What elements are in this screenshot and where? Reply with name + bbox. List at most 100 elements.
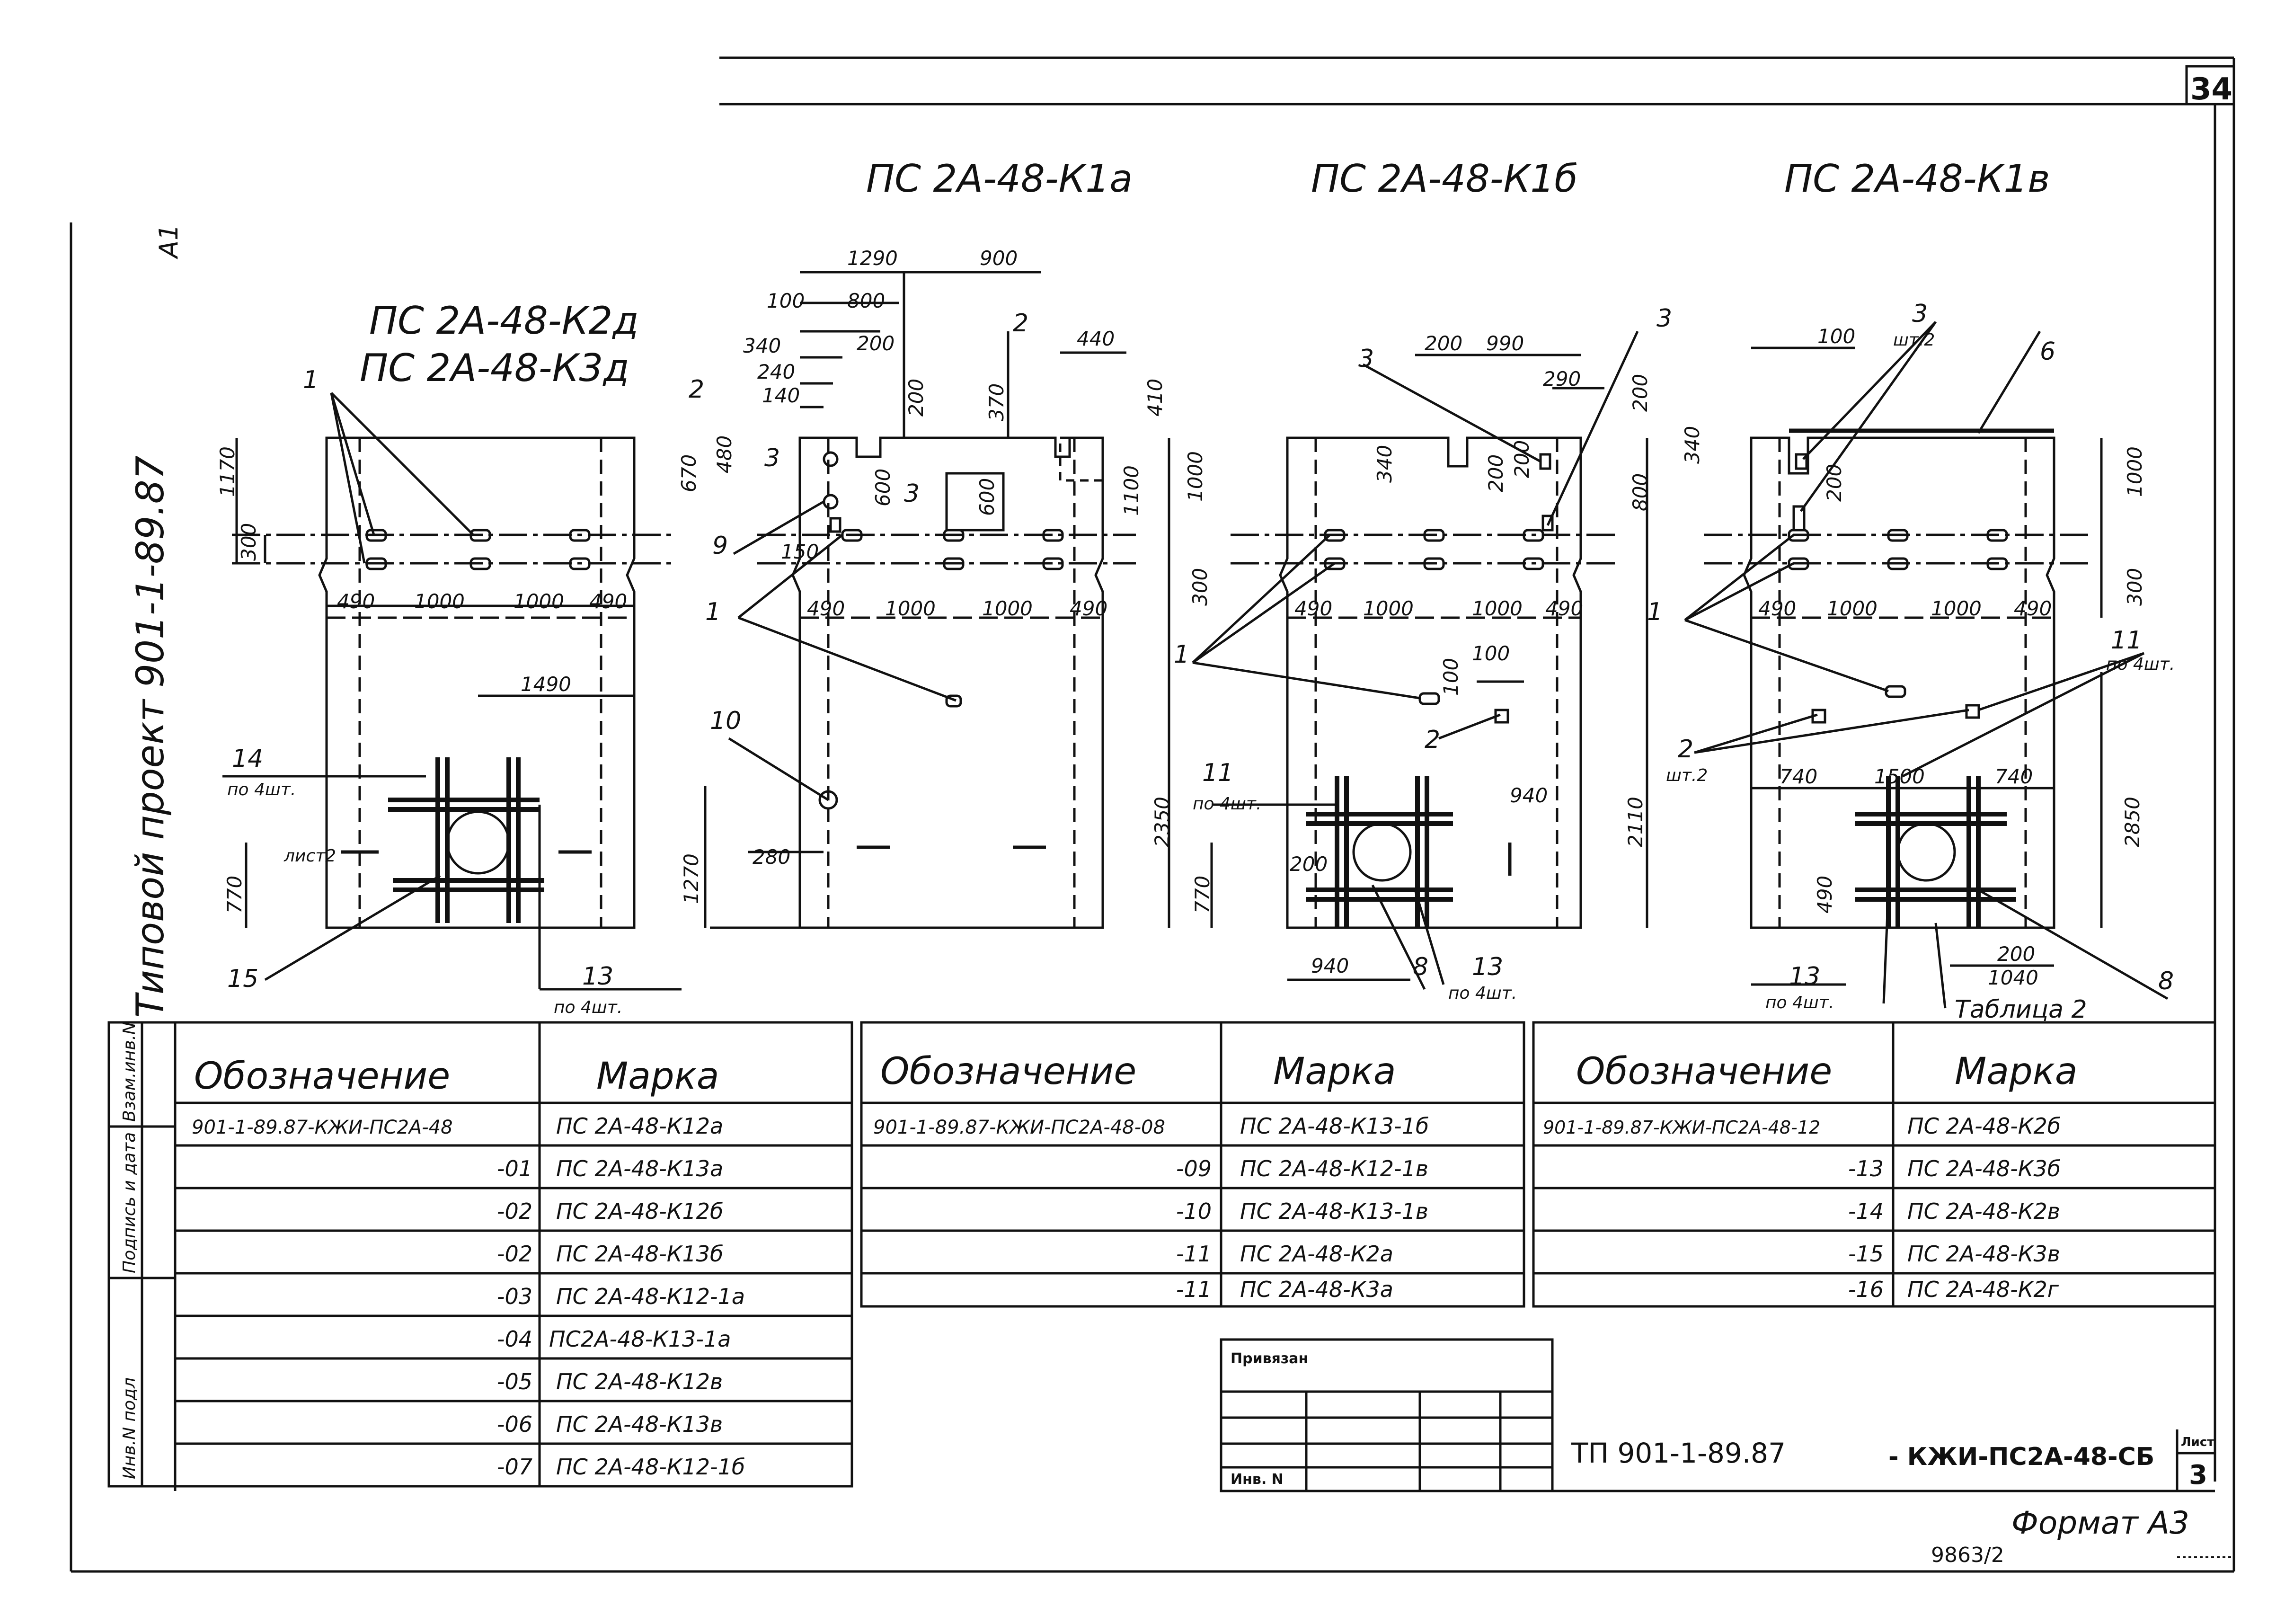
col-header-designation-2: Обозначение: [880, 1050, 1136, 1093]
callout-8-b: 8: [2158, 967, 2174, 995]
dim-290: 290: [1543, 367, 1581, 390]
dim-1100: 1100: [1120, 465, 1143, 516]
dim-1000-g: 1000: [2123, 446, 2146, 497]
dim-1270: 1270: [680, 853, 703, 904]
dim-1040: 1040: [1988, 966, 2038, 989]
dim-440: 440: [1077, 327, 1115, 350]
dim-800: 800: [847, 289, 885, 312]
table-row: ПС 2А-48-К12б: [556, 1198, 723, 1224]
table-row: 901-1-89.87-КЖИ-ПС2А-48-08: [873, 1117, 1165, 1138]
dim-100: 100: [767, 289, 805, 312]
dim-770-a: 770: [223, 876, 246, 914]
tb-doc-suffix: - КЖИ-ПС2А-48-СБ: [1888, 1443, 2154, 1471]
table-row: ПС 2А-48-К2в: [1907, 1198, 2060, 1224]
dim-1000-b: 1000: [514, 590, 564, 613]
tb-list-number: 3: [2189, 1460, 2207, 1491]
spec-table-frame: [174, 1021, 2216, 1488]
table-row: ПС 2А-48-К13б: [556, 1241, 723, 1267]
callout-3-b: 3: [904, 479, 920, 508]
callout-14-qty: по 4шт.: [227, 780, 296, 799]
callout-13-b-qty: по 4шт.: [1448, 984, 1517, 1003]
table-row: -10: [1176, 1198, 1212, 1224]
table-row: -14: [1848, 1198, 1884, 1224]
table-row: ПС 2А-48-К12в: [556, 1369, 723, 1394]
callout-11-a-qty: по 4шт.: [1193, 794, 1261, 814]
callout-13-c: 13: [1789, 962, 1820, 991]
table-row: ПС 2А-48-К13в: [556, 1411, 723, 1437]
table-row: ПС 2А-48-К3б: [1907, 1156, 2061, 1181]
dim-490-f: 490: [1545, 597, 1583, 620]
stamp-podpis: Подпись и дата: [120, 1132, 139, 1273]
dim-490-a: 490: [337, 590, 375, 613]
tb-privyazan: Привязан: [1231, 1350, 1308, 1367]
dim-2350-a: 2350: [1151, 797, 1174, 847]
panel-k1v: [1684, 321, 2169, 1009]
dim-490-d: 490: [1070, 597, 1107, 620]
table-2-label: Таблица 2: [1955, 995, 2087, 1024]
dim-200-b: 200: [904, 379, 928, 417]
table-row: ПС 2А-48-К12-1б: [556, 1454, 745, 1480]
dim-940-a: 940: [1510, 784, 1548, 807]
dim-1500: 1500: [1874, 765, 1925, 788]
table-row: ПС 2А-48-К2г: [1907, 1277, 2059, 1302]
col-header-mark-1: Марка: [596, 1055, 719, 1098]
table-group-3: 901-1-89.87-КЖИ-ПС2А-48-12 ПС 2А-48-К2б …: [1543, 1113, 2061, 1302]
callout-1-a: 1: [303, 366, 319, 394]
table-row: -11: [1176, 1277, 1212, 1302]
callout-6: 6: [2040, 337, 2055, 366]
table-row: -11: [1176, 1241, 1212, 1267]
table-row: -04: [497, 1326, 532, 1352]
dim-240: 240: [757, 360, 795, 383]
title-k1b: ПС 2А-48-К1б: [1311, 157, 1578, 201]
col-header-mark-3: Марка: [1955, 1050, 2078, 1093]
dim-1000-c: 1000: [885, 597, 936, 620]
callout-2-d-qty: шт.2: [1666, 766, 1708, 785]
dim-140: 140: [762, 384, 800, 407]
dim-1170: 1170: [216, 446, 239, 497]
dim-1000-v: 1000: [1184, 451, 1207, 502]
table-row: ПС 2А-48-К2б: [1907, 1113, 2061, 1139]
callout-8-a: 8: [1413, 953, 1428, 981]
table-row: 901-1-89.87-КЖИ-ПС2А-48: [192, 1117, 453, 1138]
dim-490-c: 490: [807, 597, 845, 620]
dim-200-d: 200: [1484, 454, 1507, 492]
stamp-inv-podl: Инв.N подл: [120, 1377, 139, 1479]
callout-1-d: 1: [1647, 598, 1663, 626]
dim-340-b: 340: [1373, 445, 1396, 483]
dim-940-b: 940: [1311, 954, 1349, 977]
dim-1000-d: 1000: [982, 597, 1033, 620]
dim-740-b: 740: [1995, 765, 2033, 788]
dim-1000-f: 1000: [1472, 597, 1523, 620]
table-row: ПС 2А-48-К2а: [1240, 1241, 1393, 1267]
dim-1000-a: 1000: [414, 590, 465, 613]
callout-3-e: 3: [1912, 300, 1928, 328]
table-row: -16: [1848, 1277, 1884, 1302]
dim-670: 670: [677, 454, 700, 492]
sheet-number: 34: [2190, 72, 2232, 107]
dim-200-e: 200: [1510, 440, 1533, 478]
col-header-designation-3: Обозначение: [1576, 1050, 1832, 1093]
callout-13-b: 13: [1472, 953, 1503, 981]
table-group-1: 901-1-89.87-КЖИ-ПС2А-48 ПС 2А-48-К12а -0…: [192, 1113, 745, 1480]
table-row: -07: [497, 1454, 532, 1480]
callout-11-b: 11: [2111, 626, 2142, 655]
table-row: ПС 2А-48-К13а: [556, 1156, 723, 1181]
table-row: ПС 2А-48-К13-1в: [1240, 1198, 1428, 1224]
callout-2-a: 2: [689, 375, 704, 404]
dim-200-a: 200: [857, 332, 895, 355]
callout-3-e-qty: шт.2: [1893, 330, 1935, 350]
callout-11-a: 11: [1202, 759, 1233, 787]
dim-490-e: 490: [1294, 597, 1332, 620]
table-row: -03: [497, 1284, 532, 1309]
footer-order: 9863/2: [1931, 1543, 2004, 1567]
dim-1000-i: 1000: [1931, 597, 1982, 620]
project-side-label: Типовой проект 901-1-89.87: [128, 455, 172, 1018]
table-row: -02: [497, 1241, 532, 1267]
callout-14: 14: [232, 745, 263, 773]
panel-k1b: [1192, 330, 1648, 990]
sheet-frame: [70, 56, 2235, 1573]
table-row: ПС 2А-48-К12а: [556, 1113, 723, 1139]
dim-370: 370: [985, 383, 1008, 421]
section-list2: лист2: [283, 846, 336, 866]
